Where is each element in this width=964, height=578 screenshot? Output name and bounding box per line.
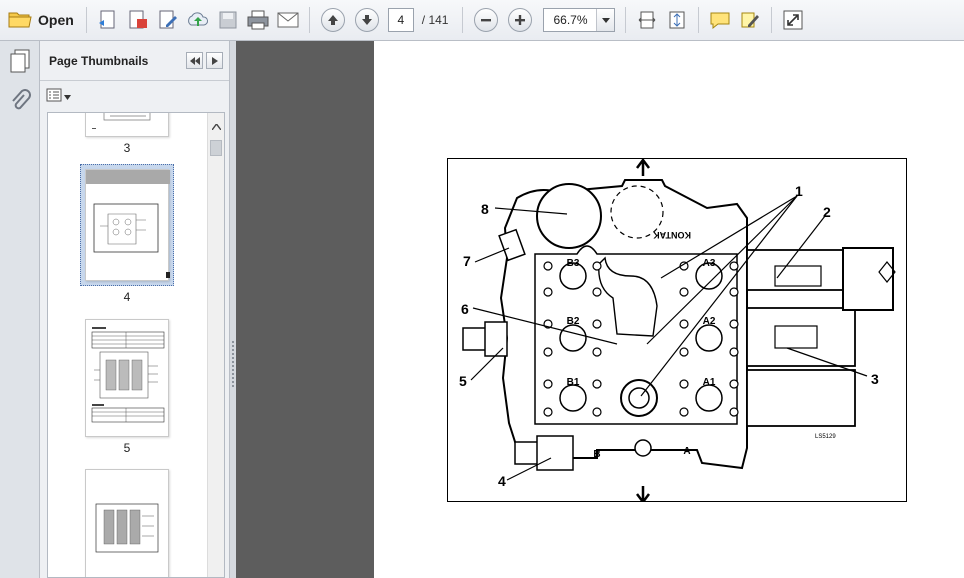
panel-splitter[interactable] (230, 41, 236, 578)
thumbnail-image (85, 319, 169, 437)
port-label-b2: B2 (567, 316, 580, 327)
page-number-input[interactable]: 4 (387, 8, 414, 32)
fit-width-icon[interactable] (662, 6, 692, 34)
main-toolbar: Open 4 / 141 66.7% (0, 0, 964, 41)
create-pdf-icon[interactable] (93, 6, 123, 34)
open-button[interactable]: Open (6, 6, 80, 34)
zoom-out-icon[interactable] (474, 8, 499, 32)
thumbnail-image (85, 169, 170, 281)
port-label-a3: A3 (703, 258, 716, 269)
port-label-b: B (593, 449, 600, 460)
zoom-select[interactable]: 66.7% (543, 8, 616, 32)
callout-8: 8 (481, 201, 489, 217)
thumbnail-image (85, 113, 169, 137)
open-label: Open (38, 12, 74, 28)
callout-5: 5 (459, 373, 467, 389)
thumbnail-page-5[interactable]: 5 (85, 319, 169, 455)
thumbnail-selection (80, 164, 174, 286)
zoom-in-icon[interactable] (508, 8, 533, 32)
print-icon[interactable] (243, 6, 273, 34)
scroll-up-icon[interactable] (211, 119, 222, 133)
thumbnail-page-3[interactable]: 3 (85, 113, 169, 155)
port-label-a1: A1 (703, 377, 716, 388)
panel-header: Page Thumbnails (40, 41, 229, 81)
edit-icon[interactable] (153, 6, 183, 34)
next-page-icon[interactable] (354, 8, 379, 32)
fullscreen-icon[interactable] (778, 6, 808, 34)
thumbnails-panel: Page Thumbnails 3 (40, 41, 230, 578)
separator (85, 7, 87, 33)
chevron-down-icon[interactable] (596, 9, 615, 31)
callout-4: 4 (498, 473, 506, 489)
thumbnail-label: 3 (123, 141, 131, 155)
fit-page-icon[interactable] (632, 6, 662, 34)
save-icon[interactable] (213, 6, 243, 34)
options-icon (46, 88, 62, 105)
port-label-b1: B1 (567, 377, 580, 388)
panel-title: Page Thumbnails (49, 53, 149, 68)
attachments-icon[interactable] (0, 81, 40, 121)
callout-6: 6 (461, 301, 469, 317)
email-icon[interactable] (273, 6, 303, 34)
chevron-down-icon (64, 89, 71, 103)
port-label-a: A (683, 446, 690, 457)
thumbnail-page-4[interactable]: 4 (80, 164, 174, 304)
thumbnail-scrollbar[interactable] (207, 113, 224, 577)
thumbnail-image (85, 469, 169, 577)
callout-3: 3 (871, 371, 879, 387)
zoom-value: 66.7% (553, 13, 588, 27)
options-button[interactable] (46, 88, 71, 105)
scrollbar-thumb[interactable] (210, 140, 222, 156)
expand-panel-button[interactable] (206, 52, 223, 69)
thumbnail-list: 3 4 (47, 112, 225, 578)
separator (698, 7, 700, 33)
navigation-rail (0, 41, 40, 578)
document-page[interactable]: KONTAK B3 A3 B2 A2 B1 A1 B A (374, 41, 964, 578)
convert-icon[interactable] (123, 6, 153, 34)
separator (625, 7, 627, 33)
upload-icon[interactable] (183, 6, 213, 34)
splitter-grip[interactable] (232, 341, 234, 387)
comment-icon[interactable] (705, 6, 735, 34)
thumbnail-page-6[interactable] (85, 469, 169, 577)
separator (308, 7, 310, 33)
prev-page-icon[interactable] (320, 8, 345, 32)
separator (462, 7, 464, 33)
highlight-icon[interactable] (735, 6, 765, 34)
kontakt-label: KONTAK (653, 230, 691, 240)
port-label-a2: A2 (703, 316, 716, 327)
valve-figure: KONTAK B3 A3 B2 A2 B1 A1 B A (447, 157, 907, 505)
open-folder-icon (8, 9, 32, 32)
separator (771, 7, 773, 33)
thumbnail-label: 4 (123, 290, 131, 304)
callout-2: 2 (823, 204, 831, 220)
thumbnail-label: 5 (123, 441, 131, 455)
callout-1: 1 (795, 183, 803, 199)
document-background (236, 41, 374, 578)
page-total: / 141 (421, 13, 449, 27)
page-thumbnails-icon[interactable] (0, 41, 40, 81)
collapse-panel-button[interactable] (186, 52, 203, 69)
callout-7: 7 (463, 253, 471, 269)
drawing-code: LS5129 (815, 434, 836, 440)
port-label-b3: B3 (567, 258, 580, 269)
